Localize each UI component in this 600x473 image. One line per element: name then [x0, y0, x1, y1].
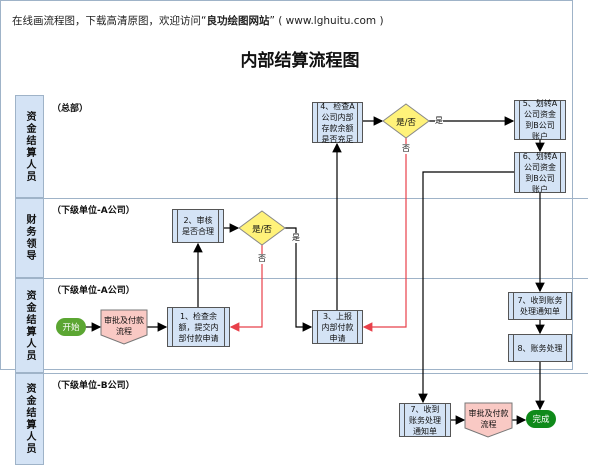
lane-divider	[15, 373, 588, 374]
approve-a-shape	[100, 309, 148, 345]
lane-title-a-staff: （下级单位-A公司）	[52, 286, 135, 296]
header-notice: 在线画流程图，下载高清原图，欢迎访问“良功绘图网站” ( www.lghuitu…	[12, 13, 384, 28]
lane-title-hq: （总部）	[52, 104, 89, 114]
decision1-label: 是/否	[252, 225, 272, 235]
site-link[interactable]: 良功绘图网站	[206, 15, 270, 27]
edge-label-no2: 否	[402, 144, 410, 154]
lane-divider	[15, 198, 588, 199]
decision2-label: 是/否	[396, 118, 416, 128]
lane-label-a-staff: 资金结算人员	[15, 278, 44, 373]
approve-b-label: 审批及付款流程	[468, 409, 509, 429]
step8-box[interactable]: 8、账务处理	[508, 334, 572, 362]
step1-box[interactable]: 1、检查余额，提交内部付款申请	[167, 307, 230, 347]
header-suffix: ” ( www.lghuitu.com )	[269, 15, 384, 27]
lane-title-b-staff: （下级单位-B公司）	[52, 381, 135, 391]
page-title: 内部结算流程图	[240, 51, 360, 71]
header-prefix: 在线画流程图，下载高清原图，欢迎访问“	[12, 15, 207, 27]
step7b-box[interactable]: 7、收到账务处理通知单	[399, 403, 451, 437]
lane-label-b-staff: 资金结算人员	[15, 373, 44, 465]
edge-label-yes2: 是	[435, 116, 443, 126]
edge-label-no1: 否	[258, 254, 266, 264]
lane-label-a-leader: 财务领导	[15, 198, 44, 278]
lane-label-hq: 资金结算人员	[15, 95, 44, 198]
edge-label-yes1: 是	[292, 233, 300, 243]
edge-step6-step7b	[418, 171, 514, 404]
step5-box[interactable]: 5、划转A公司资金到B公司账户	[514, 99, 566, 141]
decision1-diamond	[238, 210, 286, 246]
step4-box[interactable]: 4、检查A公司内部存款余额是否充足	[312, 102, 363, 144]
edge-decision2-no	[362, 138, 407, 332]
step2-box[interactable]: 2、审核是否合理	[172, 209, 224, 243]
lane-divider	[15, 278, 588, 279]
edge-decision1-yes	[285, 227, 313, 332]
step3-box[interactable]: 3、上报内部付款申请	[312, 310, 363, 344]
start-node[interactable]: 开始	[56, 318, 86, 336]
approve-a-label: 审批及付款流程	[104, 316, 144, 336]
approve-b-shape	[464, 402, 513, 438]
swimlane-pool	[0, 0, 573, 370]
finish-node[interactable]: 完成	[526, 410, 556, 428]
decision2-diamond	[382, 103, 430, 139]
lane-title-a-leader: （下级单位-A公司）	[52, 206, 135, 216]
step7a-box[interactable]: 7、收到账务处理通知单	[508, 292, 572, 320]
edge-decision1-no	[229, 245, 263, 332]
step6-box[interactable]: 6、划转A公司资金到B公司账户	[514, 152, 566, 194]
